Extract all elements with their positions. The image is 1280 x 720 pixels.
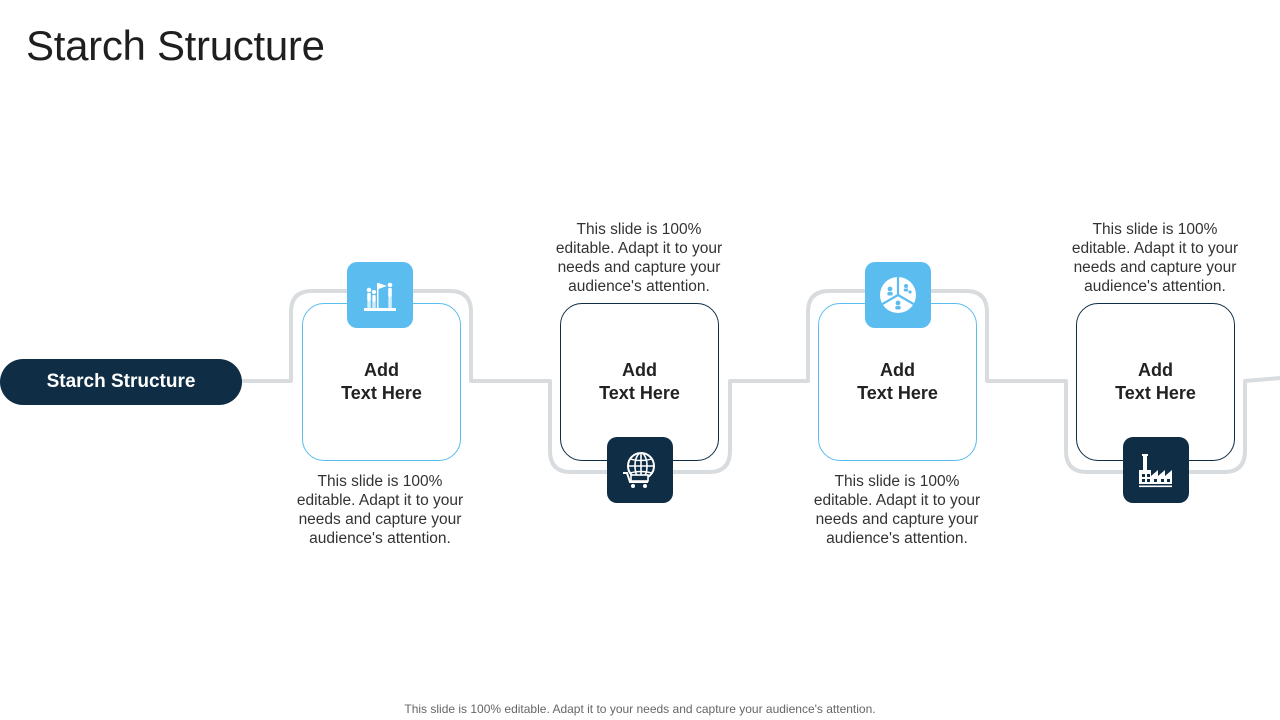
step-icon-box-1 bbox=[347, 262, 413, 328]
step-card-1: Add Text Here bbox=[302, 303, 461, 461]
step-label: Add Text Here bbox=[599, 360, 680, 403]
step-icon-box-4 bbox=[1123, 437, 1189, 503]
step-label: Add Text Here bbox=[857, 360, 938, 403]
footer-note: This slide is 100% editable. Adapt it to… bbox=[404, 702, 876, 716]
step-label: Add Text Here bbox=[1115, 360, 1196, 403]
step-label: Add Text Here bbox=[341, 360, 422, 403]
step-card-2: Add Text Here bbox=[560, 303, 719, 461]
step-description: This slide is 100% editable. Adapt it to… bbox=[296, 473, 464, 547]
step-icon-box-2 bbox=[607, 437, 673, 503]
step-description: This slide is 100% editable. Adapt it to… bbox=[813, 473, 981, 547]
step-card-4: Add Text Here bbox=[1076, 303, 1235, 461]
factory-icon bbox=[1139, 454, 1172, 488]
start-pill-label: Starch Structure bbox=[46, 371, 196, 392]
step-icon-box-3 bbox=[865, 262, 931, 328]
start-pill: Starch Structure bbox=[0, 359, 242, 405]
global-shopping-cart-icon bbox=[623, 452, 655, 488]
step-description: This slide is 100% editable. Adapt it to… bbox=[555, 221, 723, 295]
team-goal-flag-icon bbox=[364, 282, 396, 311]
step-description: This slide is 100% editable. Adapt it to… bbox=[1071, 221, 1239, 295]
people-segments-pie-icon bbox=[880, 277, 916, 313]
slide-title: Starch Structure bbox=[26, 22, 325, 69]
